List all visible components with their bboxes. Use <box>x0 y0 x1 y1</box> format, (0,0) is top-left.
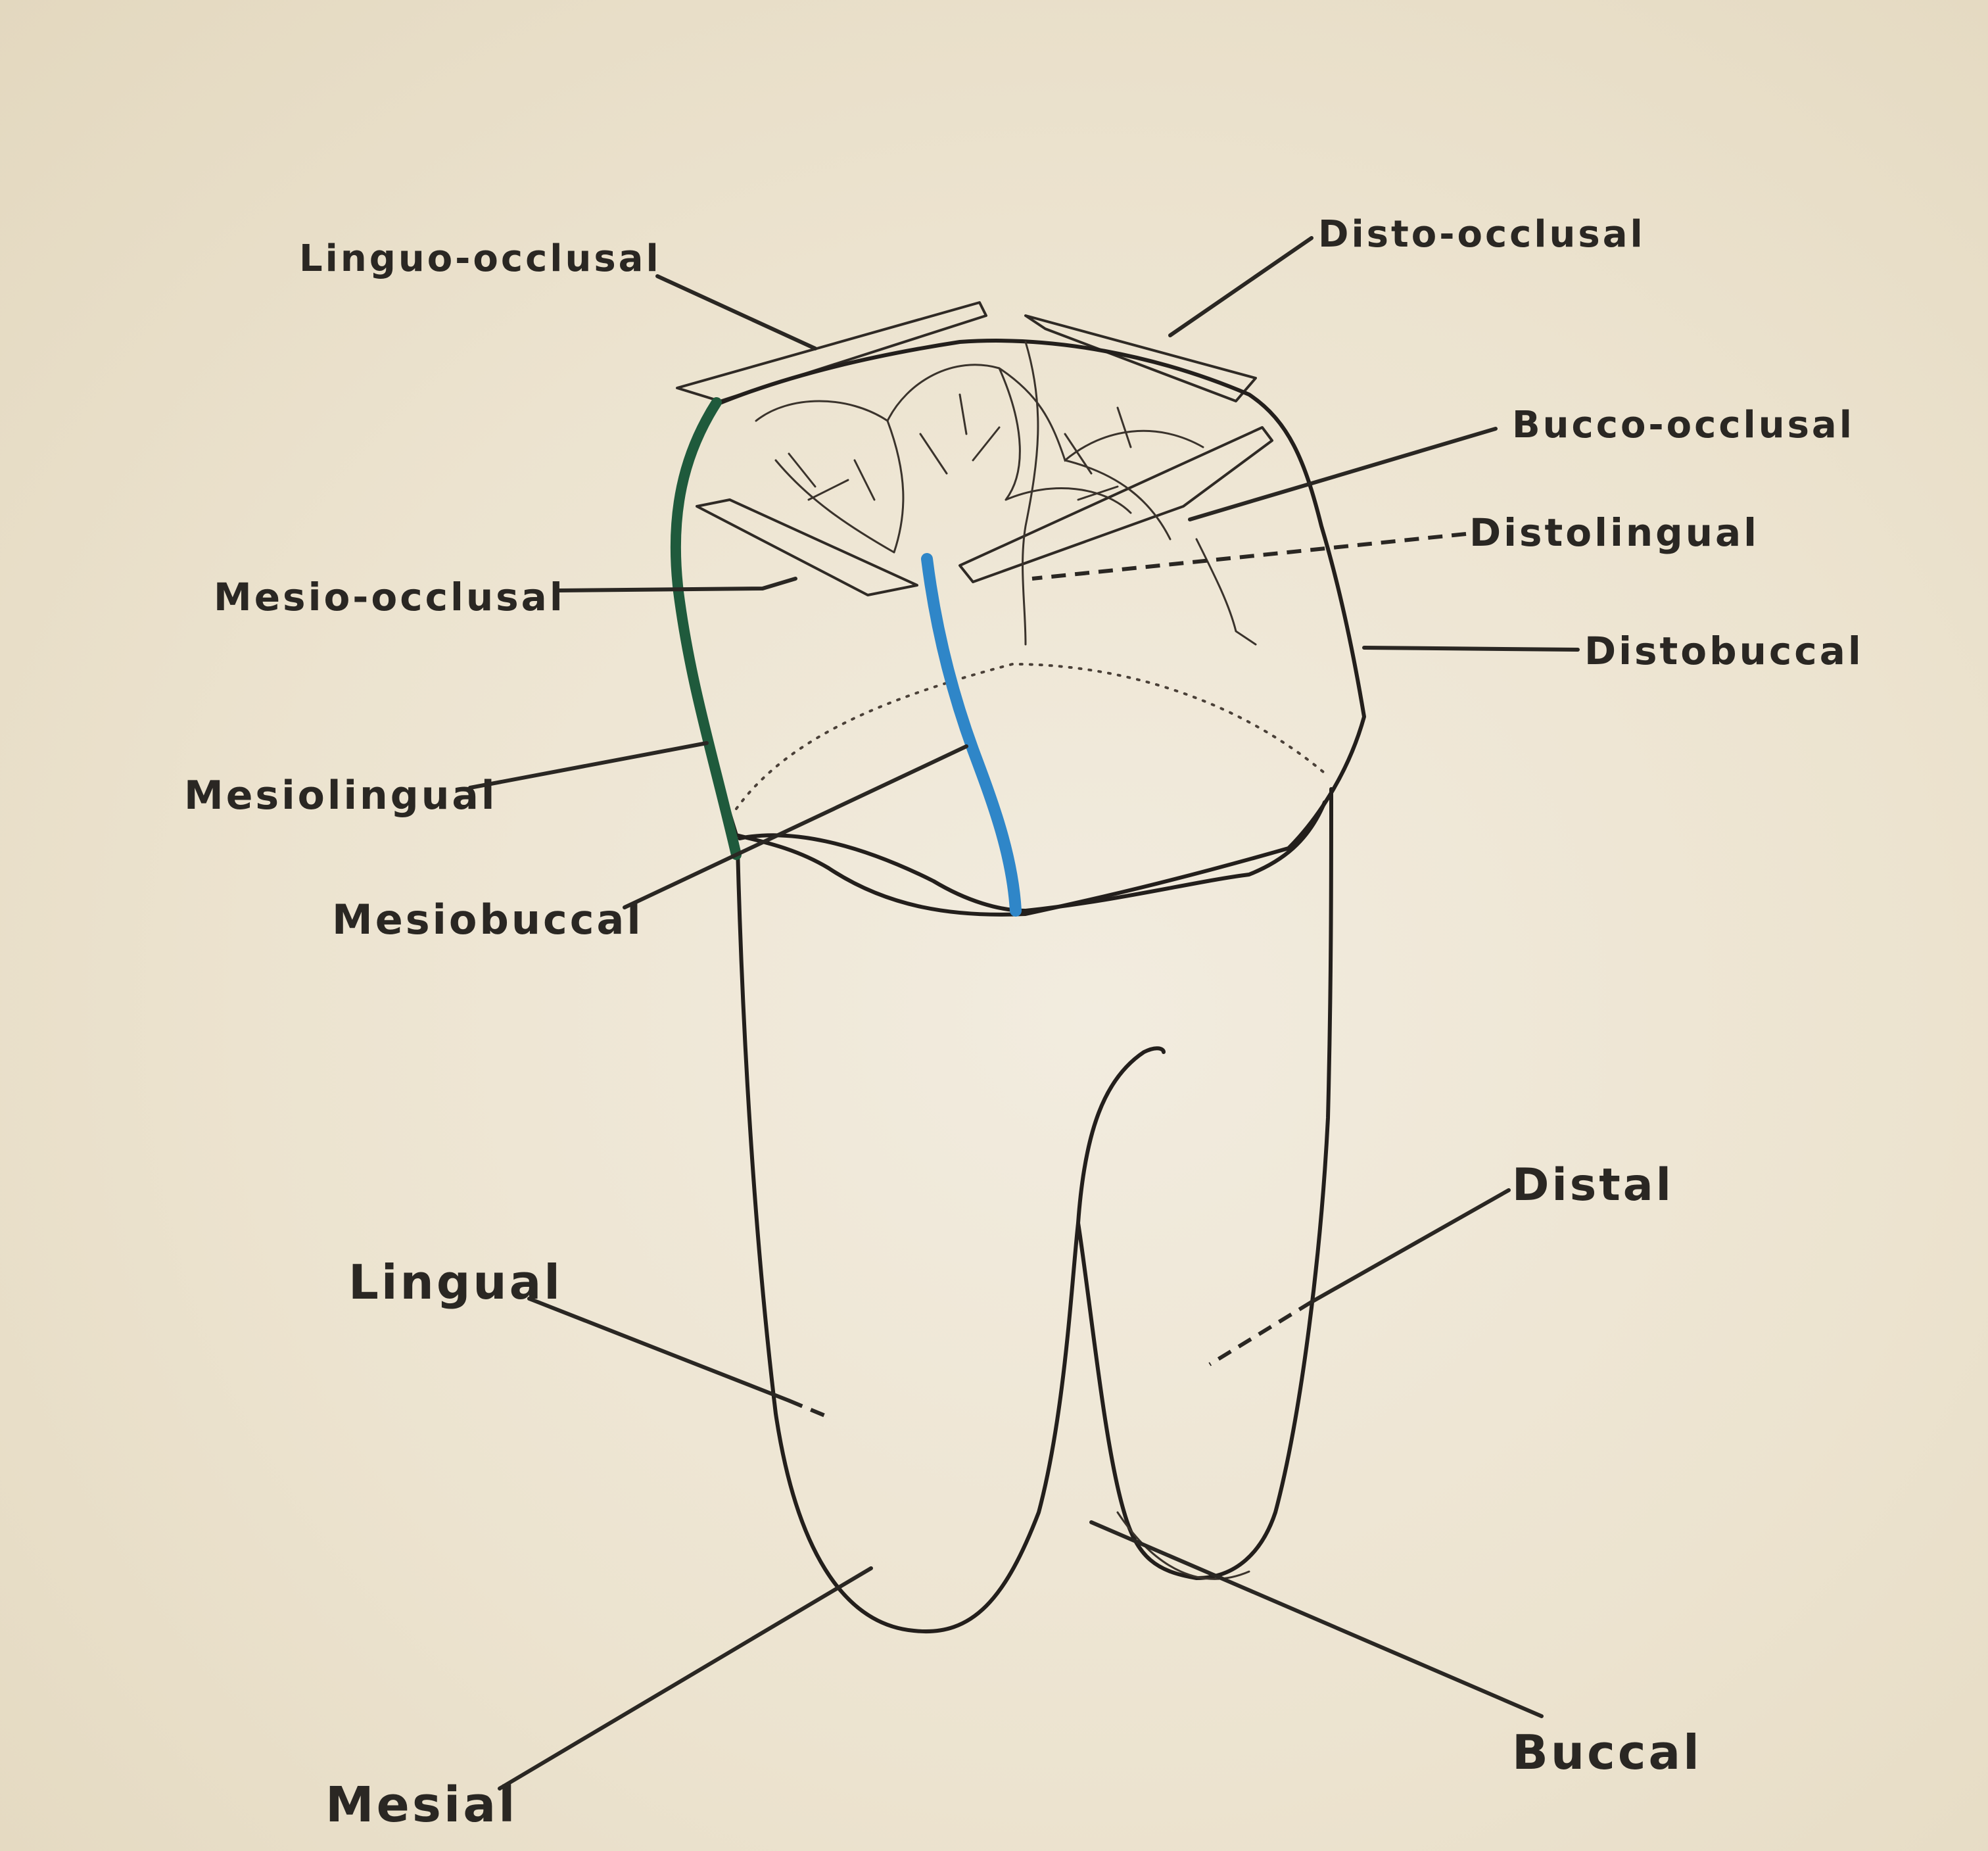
leader-linguo-occlusal <box>655 274 817 350</box>
label-mesiolingual: Mesiolingual <box>184 773 497 819</box>
leader-distolingual <box>1031 532 1467 581</box>
occlusal-grooves <box>788 393 1257 646</box>
root-outline <box>736 787 1333 1634</box>
occlusal-plane-lingual <box>676 301 987 402</box>
label-bucco-occlusal: Bucco-occlusal <box>1512 404 1855 446</box>
label-distal: Distal <box>1512 1159 1674 1211</box>
occlusal-plane-mesial <box>696 498 918 596</box>
leader-disto-occlusal <box>1168 236 1314 337</box>
label-linguo-occlusal: Linguo-occlusal <box>299 237 661 280</box>
leader-distal-dashed <box>1208 1300 1313 1366</box>
label-mesial: Mesial <box>325 1777 518 1833</box>
label-mesio-occlusal: Mesio-occlusal <box>214 575 565 619</box>
leader-distobuccal <box>1362 646 1580 652</box>
leader-mesiobuccal <box>623 744 968 909</box>
leader-buccal <box>1089 1520 1544 1718</box>
occlusal-plane-buccal <box>958 426 1273 583</box>
label-mesiobuccal: Mesiobuccal <box>332 896 644 944</box>
crown-base-line <box>738 800 1327 913</box>
label-disto-occlusal: Disto-occlusal <box>1318 213 1645 256</box>
root-detail <box>1116 1511 1250 1580</box>
label-distolingual: Distolingual <box>1469 510 1759 555</box>
label-buccal: Buccal <box>1512 1725 1702 1780</box>
occlusal-cusps <box>755 341 1204 646</box>
leader-mesiolingual <box>468 741 709 790</box>
cervical-line <box>735 662 1329 810</box>
leader-mesio-occlusal <box>557 577 797 592</box>
occlusal-plane-distal <box>1024 314 1257 402</box>
leader-lingual <box>527 1297 791 1403</box>
leader-distal <box>1310 1188 1511 1304</box>
leader-lingual-dashed <box>788 1399 830 1419</box>
mesiobuccal-line-angle <box>921 553 1022 917</box>
leader-bucco-occlusal <box>1188 427 1498 521</box>
root-furcation <box>1076 1046 1166 1225</box>
label-lingual: Lingual <box>348 1255 563 1310</box>
leader-mesial <box>498 1566 873 1791</box>
label-distobuccal: Distobuccal <box>1584 629 1864 673</box>
mesiolingual-line-angle <box>670 397 742 860</box>
